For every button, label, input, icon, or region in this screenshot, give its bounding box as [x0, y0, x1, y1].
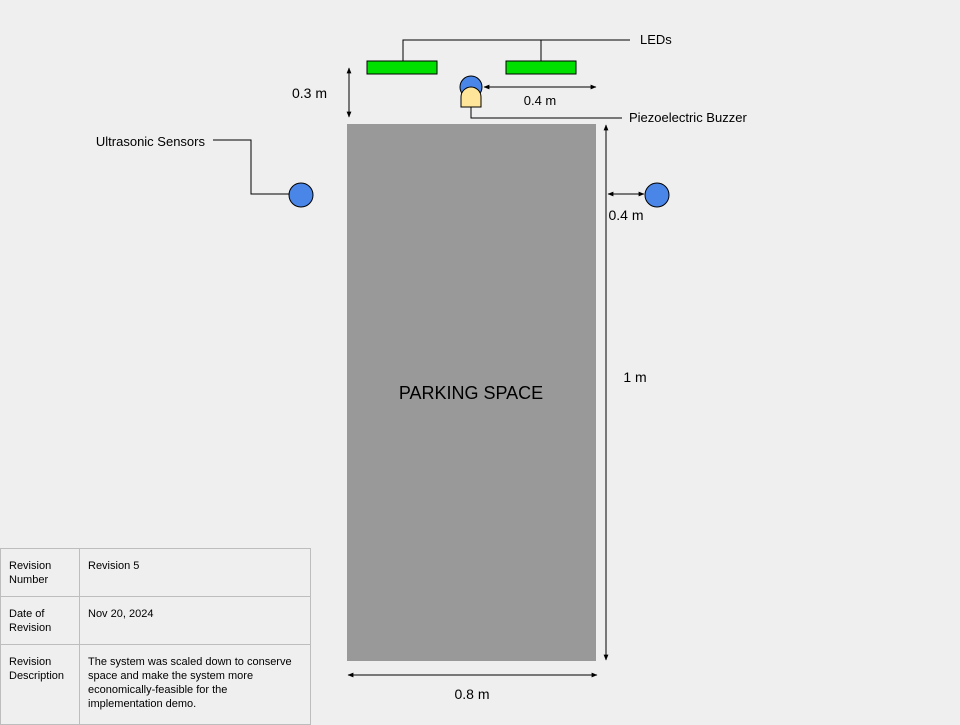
leds-label: LEDs: [640, 32, 672, 47]
revision-date-key: Date of Revision: [0, 596, 80, 645]
buzzer-body: [460, 86, 482, 108]
revision-row-date: Date of Revision Nov 20, 2024: [0, 596, 311, 645]
revision-row-description: Revision Description The system was scal…: [0, 644, 311, 725]
revision-number-value: Revision 5: [79, 548, 311, 597]
buzzer-label: Piezoelectric Buzzer: [629, 110, 747, 125]
led-offset-label: 0.3 m: [292, 85, 327, 101]
revision-description-key: Revision Description: [0, 644, 80, 725]
parking-space: [347, 124, 596, 661]
revision-table: Revision Number Revision 5 Date of Revis…: [0, 548, 311, 725]
buzzer-leader-line: [470, 107, 622, 119]
ultrasonic-sensor-right: [644, 182, 670, 208]
led-left: [366, 60, 438, 75]
led-spacing-label: 0.4 m: [524, 93, 557, 108]
ultrasonic-sensor-left: [288, 182, 314, 208]
sensor-offset-label: 0.4 m: [608, 207, 643, 223]
revision-row-number: Revision Number Revision 5: [0, 548, 311, 597]
leds-leader-line: [402, 39, 630, 61]
ultrasonic-leader-line: [213, 139, 289, 195]
ultrasonic-label: Ultrasonic Sensors: [96, 134, 206, 149]
led-right: [505, 60, 577, 75]
revision-number-key: Revision Number: [0, 548, 80, 597]
width-label: 0.8 m: [454, 686, 489, 702]
length-label: 1 m: [623, 369, 646, 385]
revision-description-value: The system was scaled down to conserve s…: [79, 644, 311, 725]
revision-date-value: Nov 20, 2024: [79, 596, 311, 645]
parking-space-label: PARKING SPACE: [399, 383, 543, 403]
